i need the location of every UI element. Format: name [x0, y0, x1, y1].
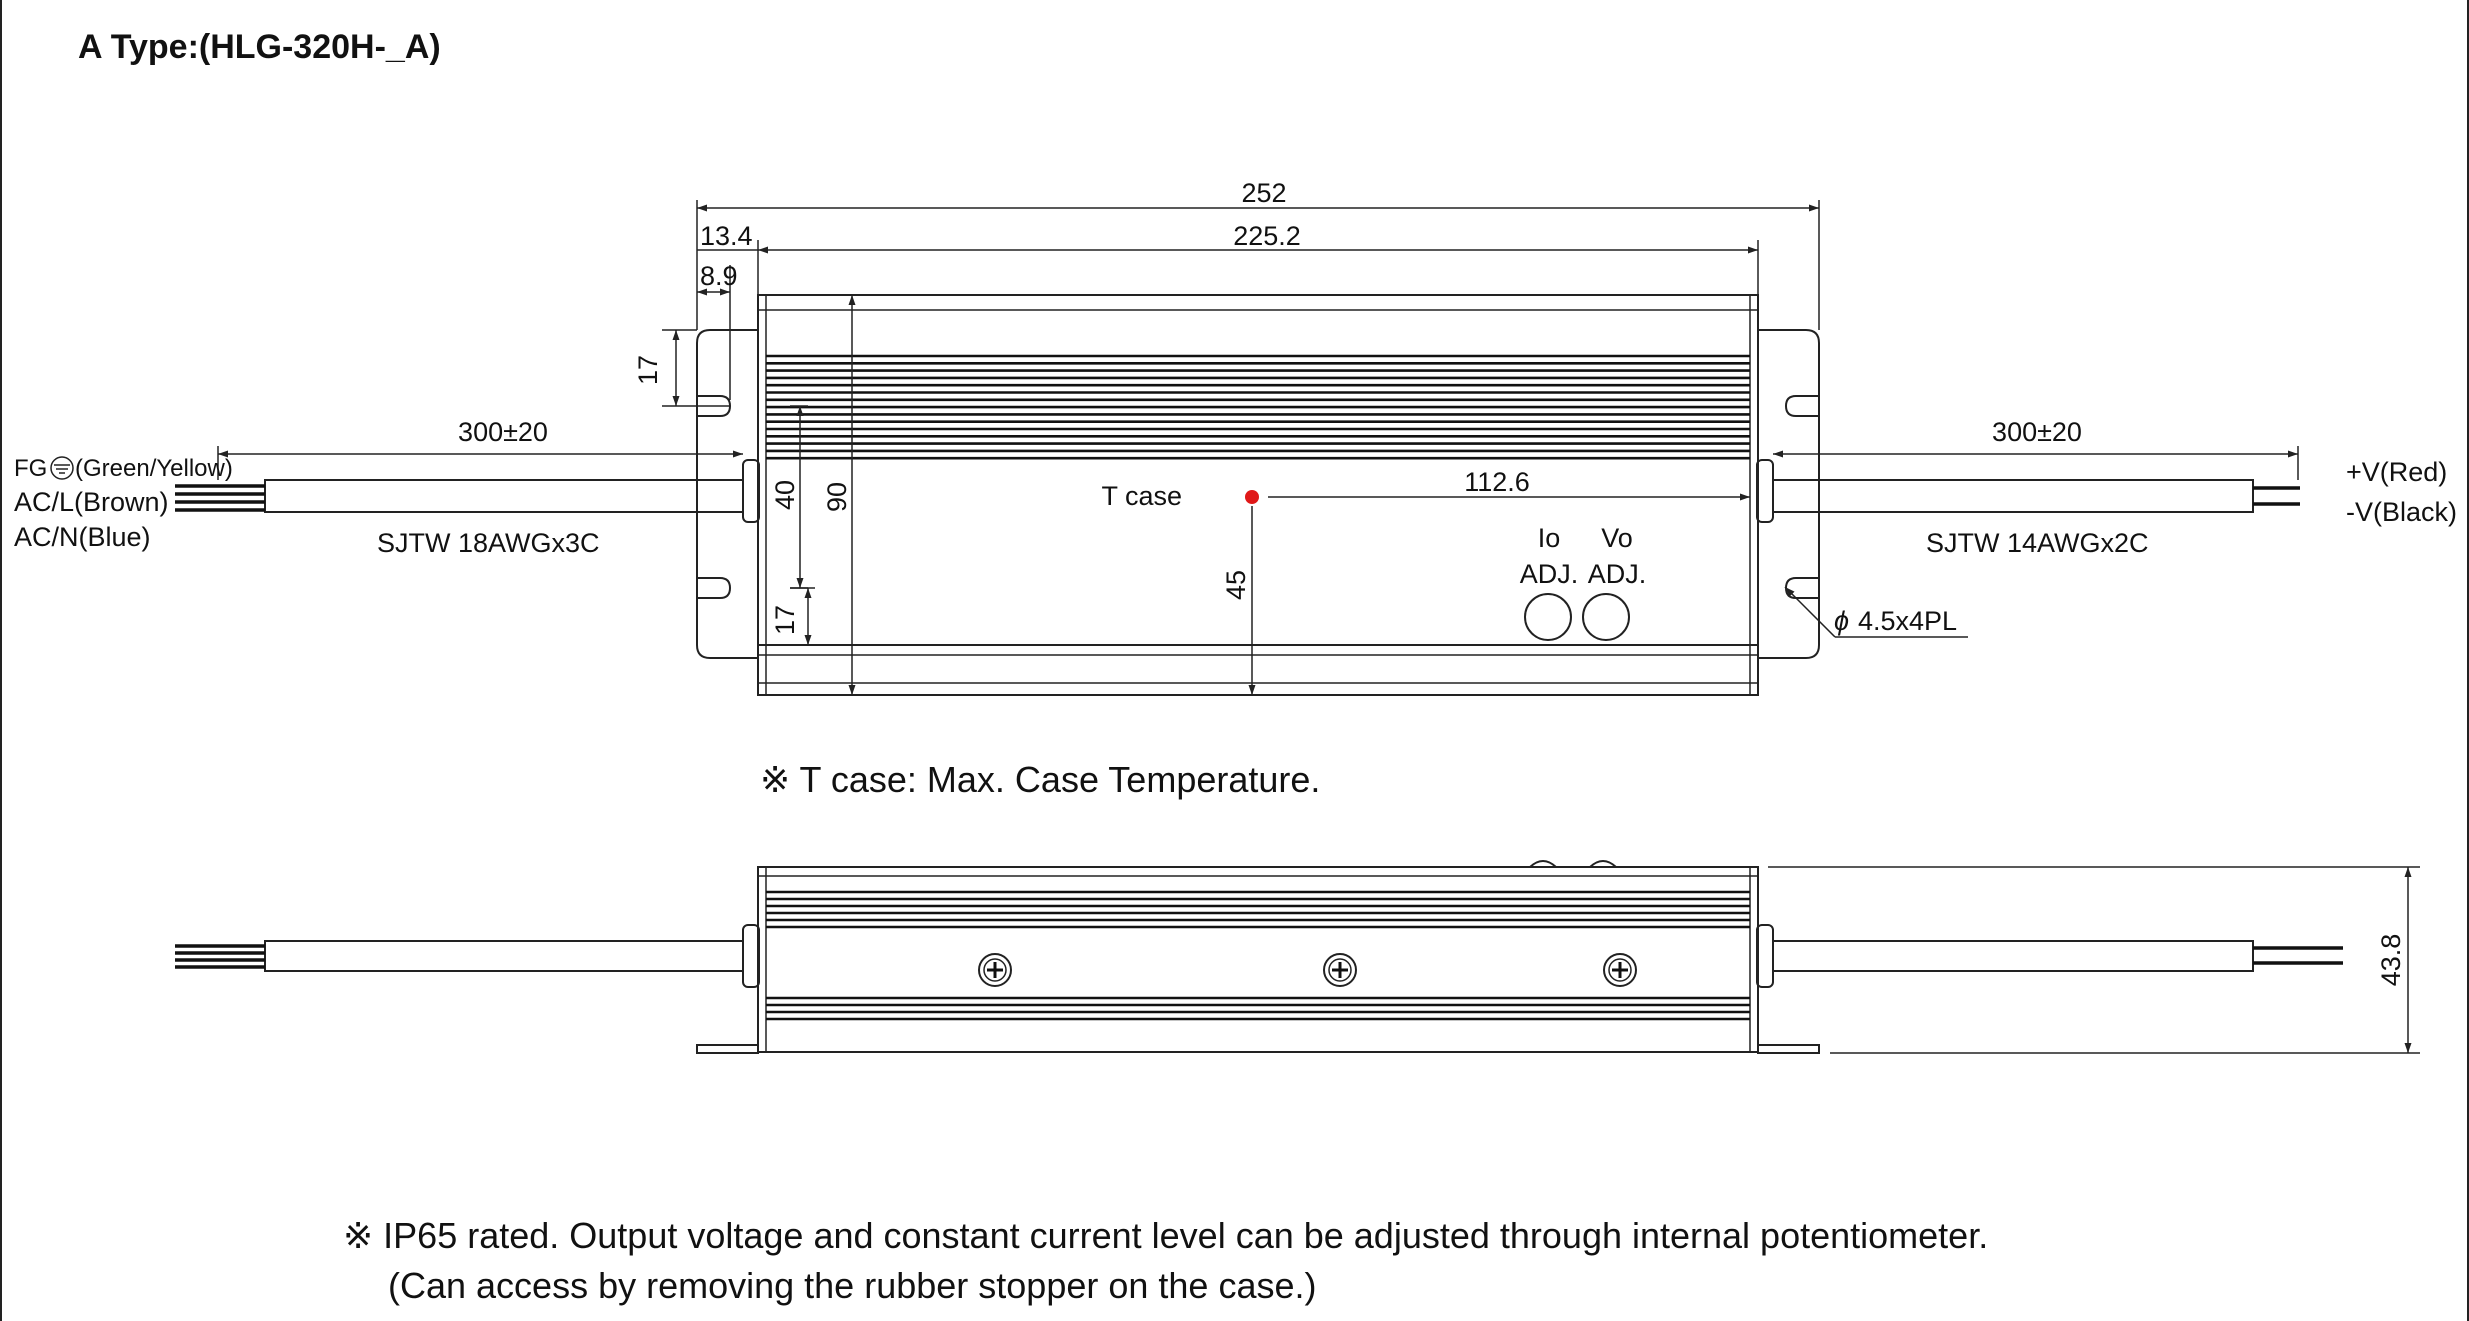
- right-flange: [1758, 329, 1820, 659]
- dim-case-width: 90: [822, 482, 852, 512]
- acn-label: AC/N(Blue): [14, 522, 151, 552]
- dim-mount-height: 40: [770, 480, 800, 510]
- vo-potentiometer-hole: [1582, 593, 1630, 641]
- ground-symbol-icon: [50, 456, 74, 480]
- dim-flange-offset: 13.4: [700, 221, 753, 251]
- positive-output-label: +V(Red): [2346, 457, 2447, 487]
- dim-overall-length: 252: [1241, 178, 1286, 208]
- fg-label: FG: [14, 455, 47, 482]
- tcase-point: [1245, 490, 1259, 504]
- dim-hole-spacing-bottom: 17: [770, 605, 800, 635]
- fg-color-label: (Green/Yellow): [75, 455, 233, 482]
- dim-tcase-y: 45: [1221, 570, 1251, 600]
- output-gland: [1756, 459, 1774, 523]
- dim-output-cable-length: 300±20: [1992, 417, 2082, 447]
- drawing-title: A Type:(HLG-320H-_A): [78, 28, 441, 66]
- dimensions-side: 43.8: [1768, 866, 2420, 1054]
- io-potentiometer-hole: [1524, 593, 1572, 641]
- negative-output-label: -V(Black): [2346, 497, 2457, 527]
- input-cable-side: [264, 940, 744, 972]
- heatsink-fins-top: [766, 354, 1750, 460]
- dim-case-length: 225.2: [1233, 221, 1301, 251]
- io-adj-label: ADJ.: [1520, 559, 1579, 589]
- io-label: Io: [1538, 523, 1561, 553]
- dim-hole-spacing-top: 17: [633, 355, 663, 385]
- screw-icon: [978, 953, 1012, 987]
- output-cable: [1772, 479, 2254, 513]
- output-cable-side: [1772, 940, 2254, 972]
- dim-tcase-x: 112.6: [1464, 467, 1530, 497]
- mounting-slot-tr: [1784, 395, 1819, 417]
- screw-icon: [1603, 953, 1637, 987]
- tcase-label: T case: [1101, 481, 1182, 511]
- labels-top: T case Io Vo ADJ. ADJ. SJTW 18AWGx3C SJT…: [14, 455, 2457, 636]
- dim-hole-offset: 8.9: [700, 261, 738, 291]
- screw-icon: [1323, 953, 1357, 987]
- mounting-slot-bl: [697, 577, 732, 599]
- dim-input-cable-length: 300±20: [458, 417, 548, 447]
- hole-symbol-icon: ϕ: [1834, 606, 1849, 636]
- output-cable-type: SJTW 14AWGx2C: [1926, 528, 2149, 558]
- side-view: [175, 860, 2343, 1054]
- hole-spec-label: 4.5x4PL: [1858, 606, 1957, 636]
- dimensions-top: 252 225.2 13.4 8.9 17 40 90 17 112.6: [217, 178, 2299, 695]
- mounting-slot-br: [1784, 577, 1819, 599]
- left-flange: [696, 329, 758, 659]
- ip-note-line-2: (Can access by removing the rubber stopp…: [388, 1265, 1316, 1306]
- heatsink-fins-side: [766, 890, 1750, 1021]
- dim-height: 43.8: [2376, 934, 2406, 987]
- acl-label: AC/L(Brown): [14, 487, 169, 517]
- ip-note-line-1: ※ IP65 rated. Output voltage and constan…: [343, 1215, 1988, 1256]
- input-gland: [742, 459, 760, 523]
- top-view: [175, 294, 2300, 696]
- input-cable: [264, 479, 744, 513]
- vo-label: Vo: [1601, 523, 1633, 553]
- input-cable-type: SJTW 18AWGx3C: [377, 528, 600, 558]
- tcase-note: ※ T case: Max. Case Temperature.: [760, 759, 1320, 800]
- side-flange-right: [1757, 1044, 1820, 1054]
- vo-adj-label: ADJ.: [1588, 559, 1647, 589]
- side-flange-left: [696, 1044, 759, 1054]
